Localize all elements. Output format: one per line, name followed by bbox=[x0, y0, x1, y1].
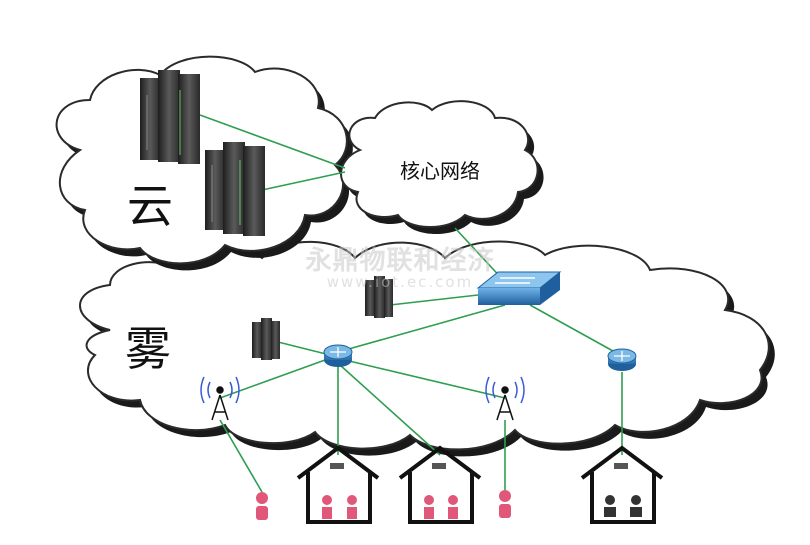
fog-server-1 bbox=[365, 276, 393, 318]
house-icon bbox=[296, 445, 380, 524]
cell-tower-icon bbox=[485, 376, 525, 421]
router-icon bbox=[607, 348, 637, 371]
cloud-server-1 bbox=[140, 70, 200, 164]
cloud-label: 云 bbox=[127, 179, 173, 233]
switch-icon bbox=[476, 271, 562, 305]
core-network-label: 核心网络 bbox=[400, 159, 480, 183]
fog-server-2 bbox=[252, 318, 280, 360]
cloud-shape bbox=[55, 55, 353, 271]
fog-cloud bbox=[79, 240, 775, 457]
cloud-server-2 bbox=[205, 142, 265, 236]
network-links bbox=[199, 114, 623, 493]
person-icon bbox=[499, 490, 511, 518]
person-icon bbox=[256, 492, 268, 520]
house-icon bbox=[580, 445, 664, 524]
fog-label: 雾 bbox=[125, 322, 171, 376]
router-icon bbox=[323, 344, 353, 367]
house-icon bbox=[398, 445, 482, 524]
cell-tower-icon bbox=[200, 376, 240, 421]
core-network-cloud bbox=[340, 100, 544, 235]
